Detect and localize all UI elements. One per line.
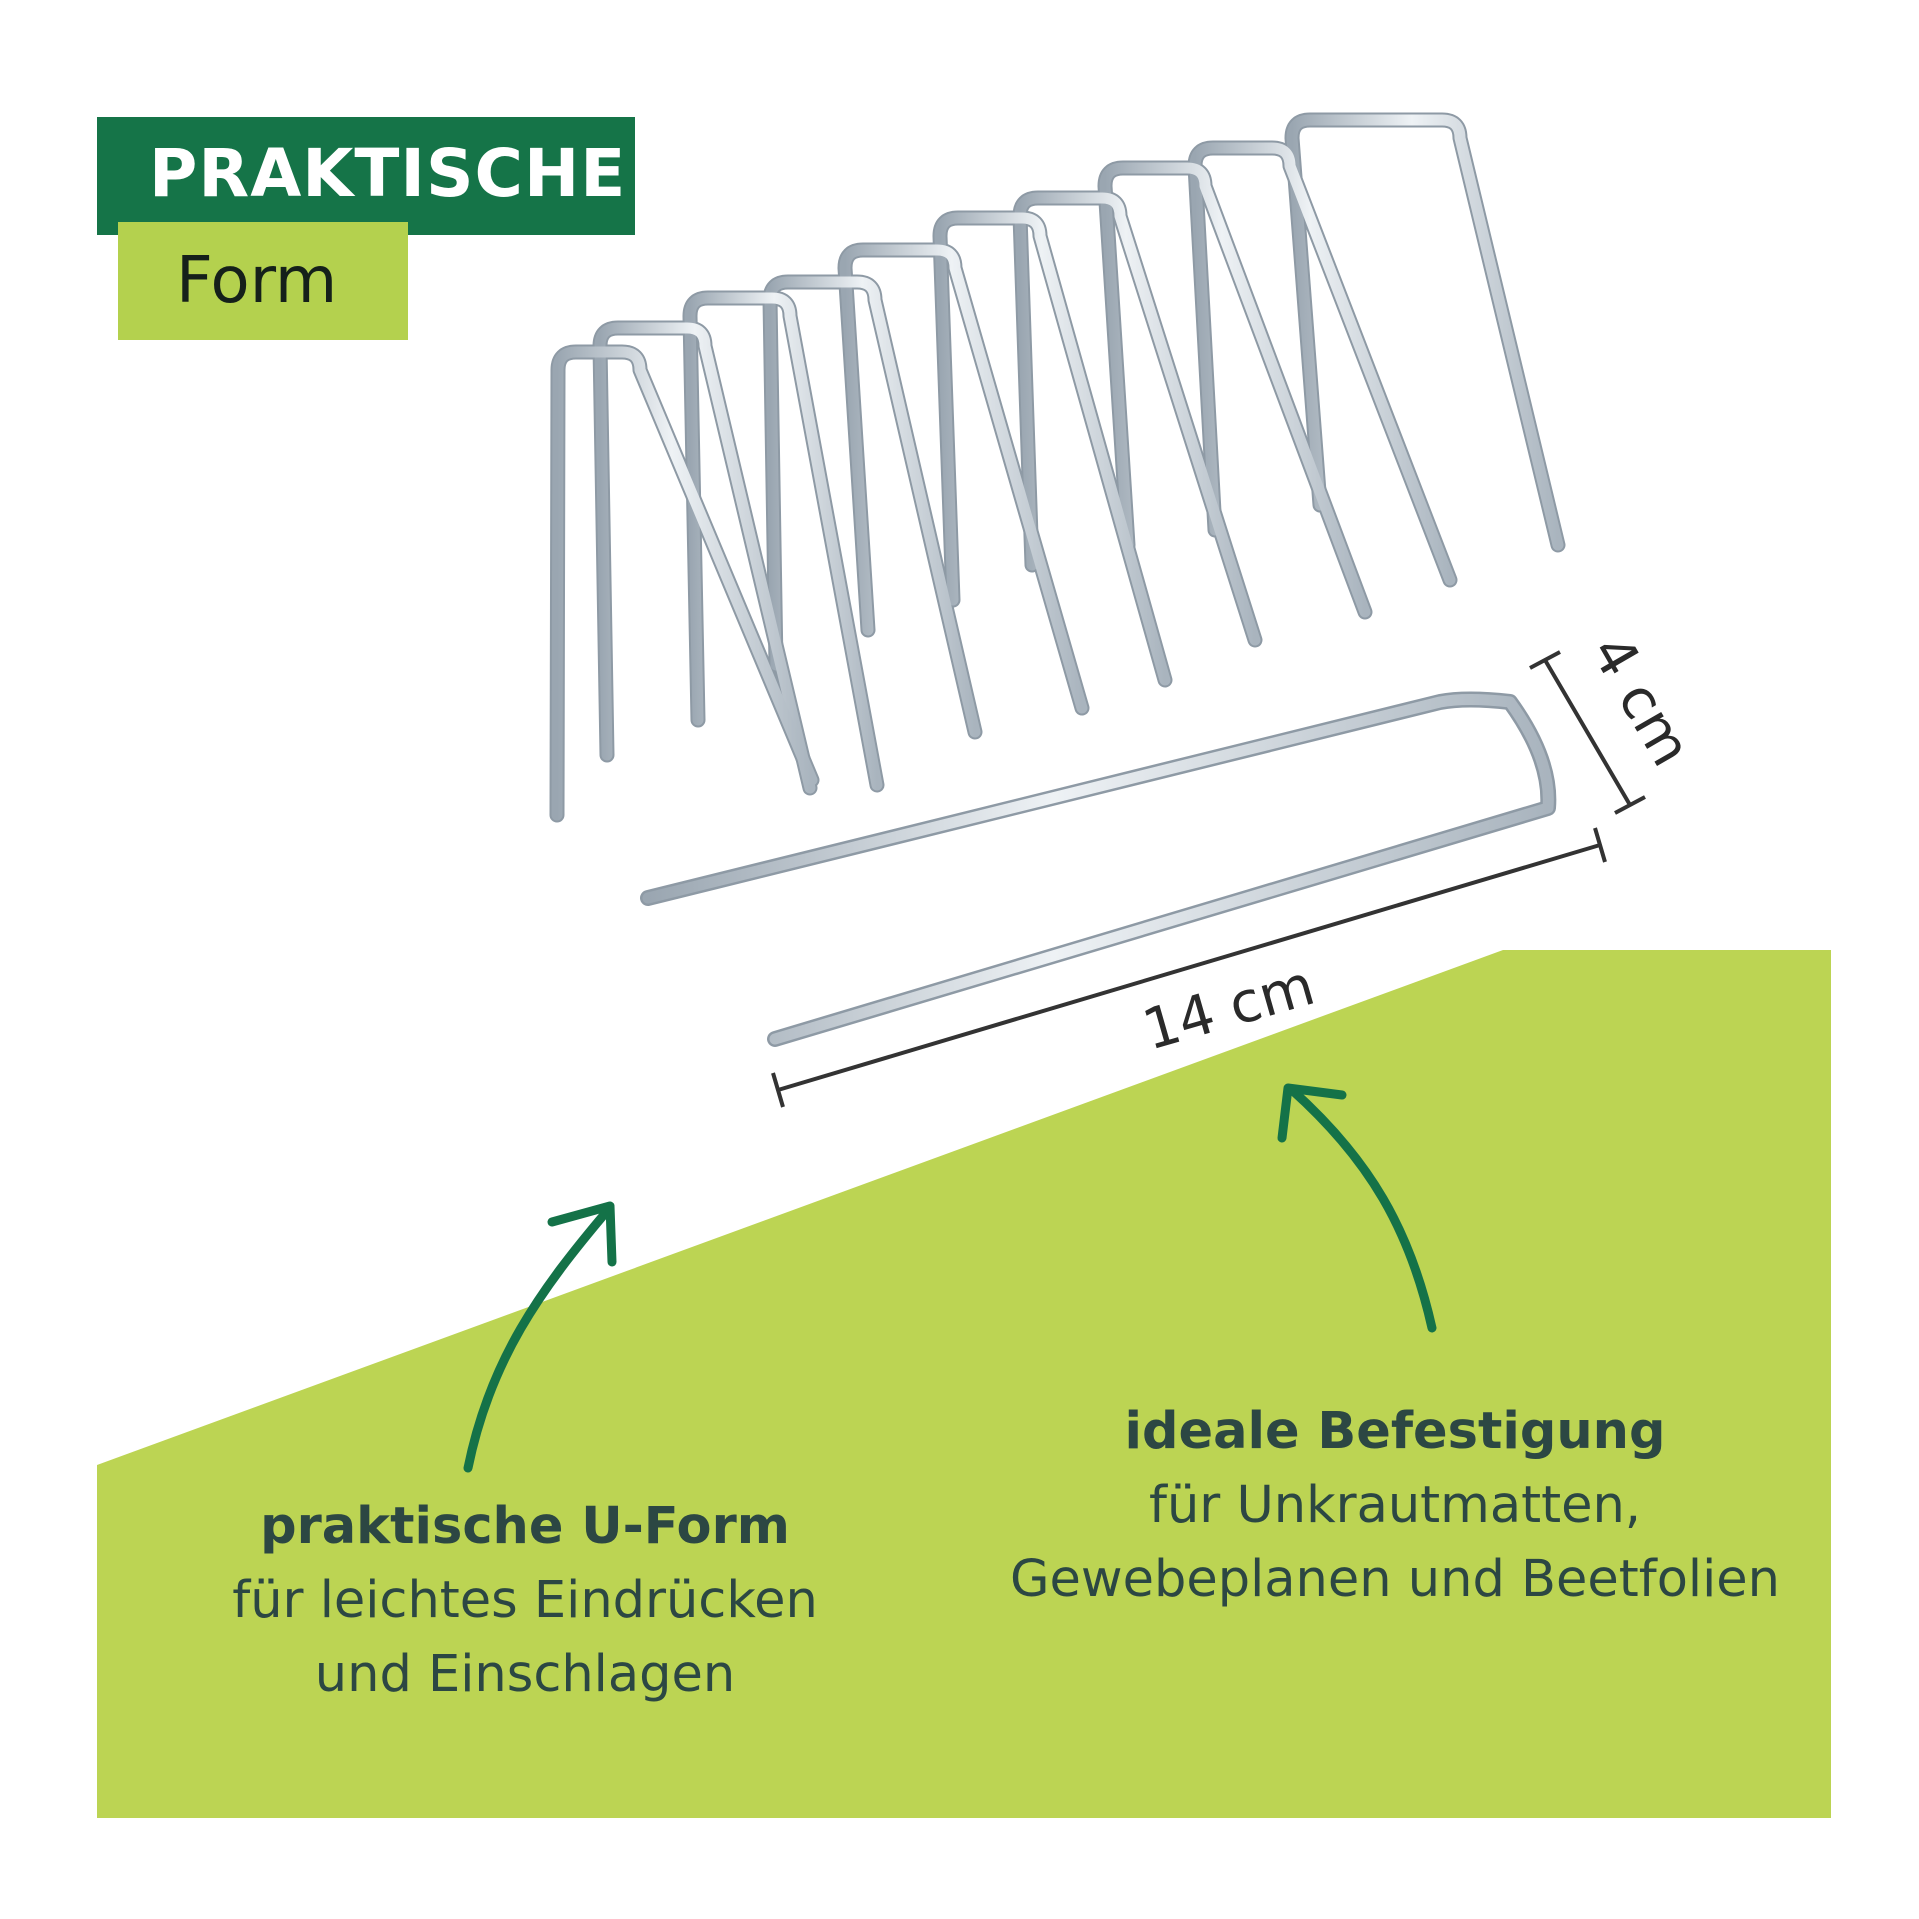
u-pin-icon — [551, 346, 818, 821]
dimension-width — [1529, 650, 1646, 815]
u-pin-icon — [1097, 160, 1373, 620]
caption-right-lead: ideale Befestigung — [1124, 1402, 1666, 1461]
green-panel — [97, 950, 1831, 1818]
u-pin-icon — [1286, 114, 1564, 551]
caption-left-line: für leichtes Eindrücken — [232, 1571, 818, 1630]
u-pin-icon — [1284, 112, 1566, 553]
u-pin-icon — [1099, 162, 1371, 618]
caption-right: ideale Befestigung für Unkrautmatten, Ge… — [940, 1395, 1850, 1617]
caption-right-line: für Unkrautmatten, — [1148, 1476, 1642, 1535]
caption-left-lead: praktische U-Form — [260, 1497, 790, 1556]
caption-right-line: Gewebeplanen und Beetfolien — [1010, 1550, 1780, 1609]
u-pin-icon — [594, 322, 816, 794]
u-pin-icon — [640, 691, 1557, 1047]
u-pin-icon — [934, 212, 1171, 686]
u-pin-icon — [1014, 192, 1261, 646]
caption-left-line: und Einschlagen — [314, 1645, 736, 1704]
badge-title: PRAKTISCHE — [149, 135, 627, 212]
caption-left: praktische U-Form für leichtes Eindrücke… — [150, 1490, 900, 1712]
u-pin-icon — [1189, 142, 1456, 586]
pin-group — [549, 112, 1566, 823]
subtitle-badge: Form — [118, 222, 408, 340]
dimension-length — [771, 827, 1607, 1108]
arrow-up-icon — [463, 1201, 617, 1473]
u-pin-icon — [839, 244, 1088, 714]
dimension-width-label: 4 cm — [1578, 625, 1704, 778]
arrow-up-icon — [1277, 1083, 1437, 1333]
badge-subtitle: Form — [176, 244, 338, 318]
u-pin-icon — [684, 292, 883, 791]
title-badge: PRAKTISCHE — [97, 117, 635, 235]
